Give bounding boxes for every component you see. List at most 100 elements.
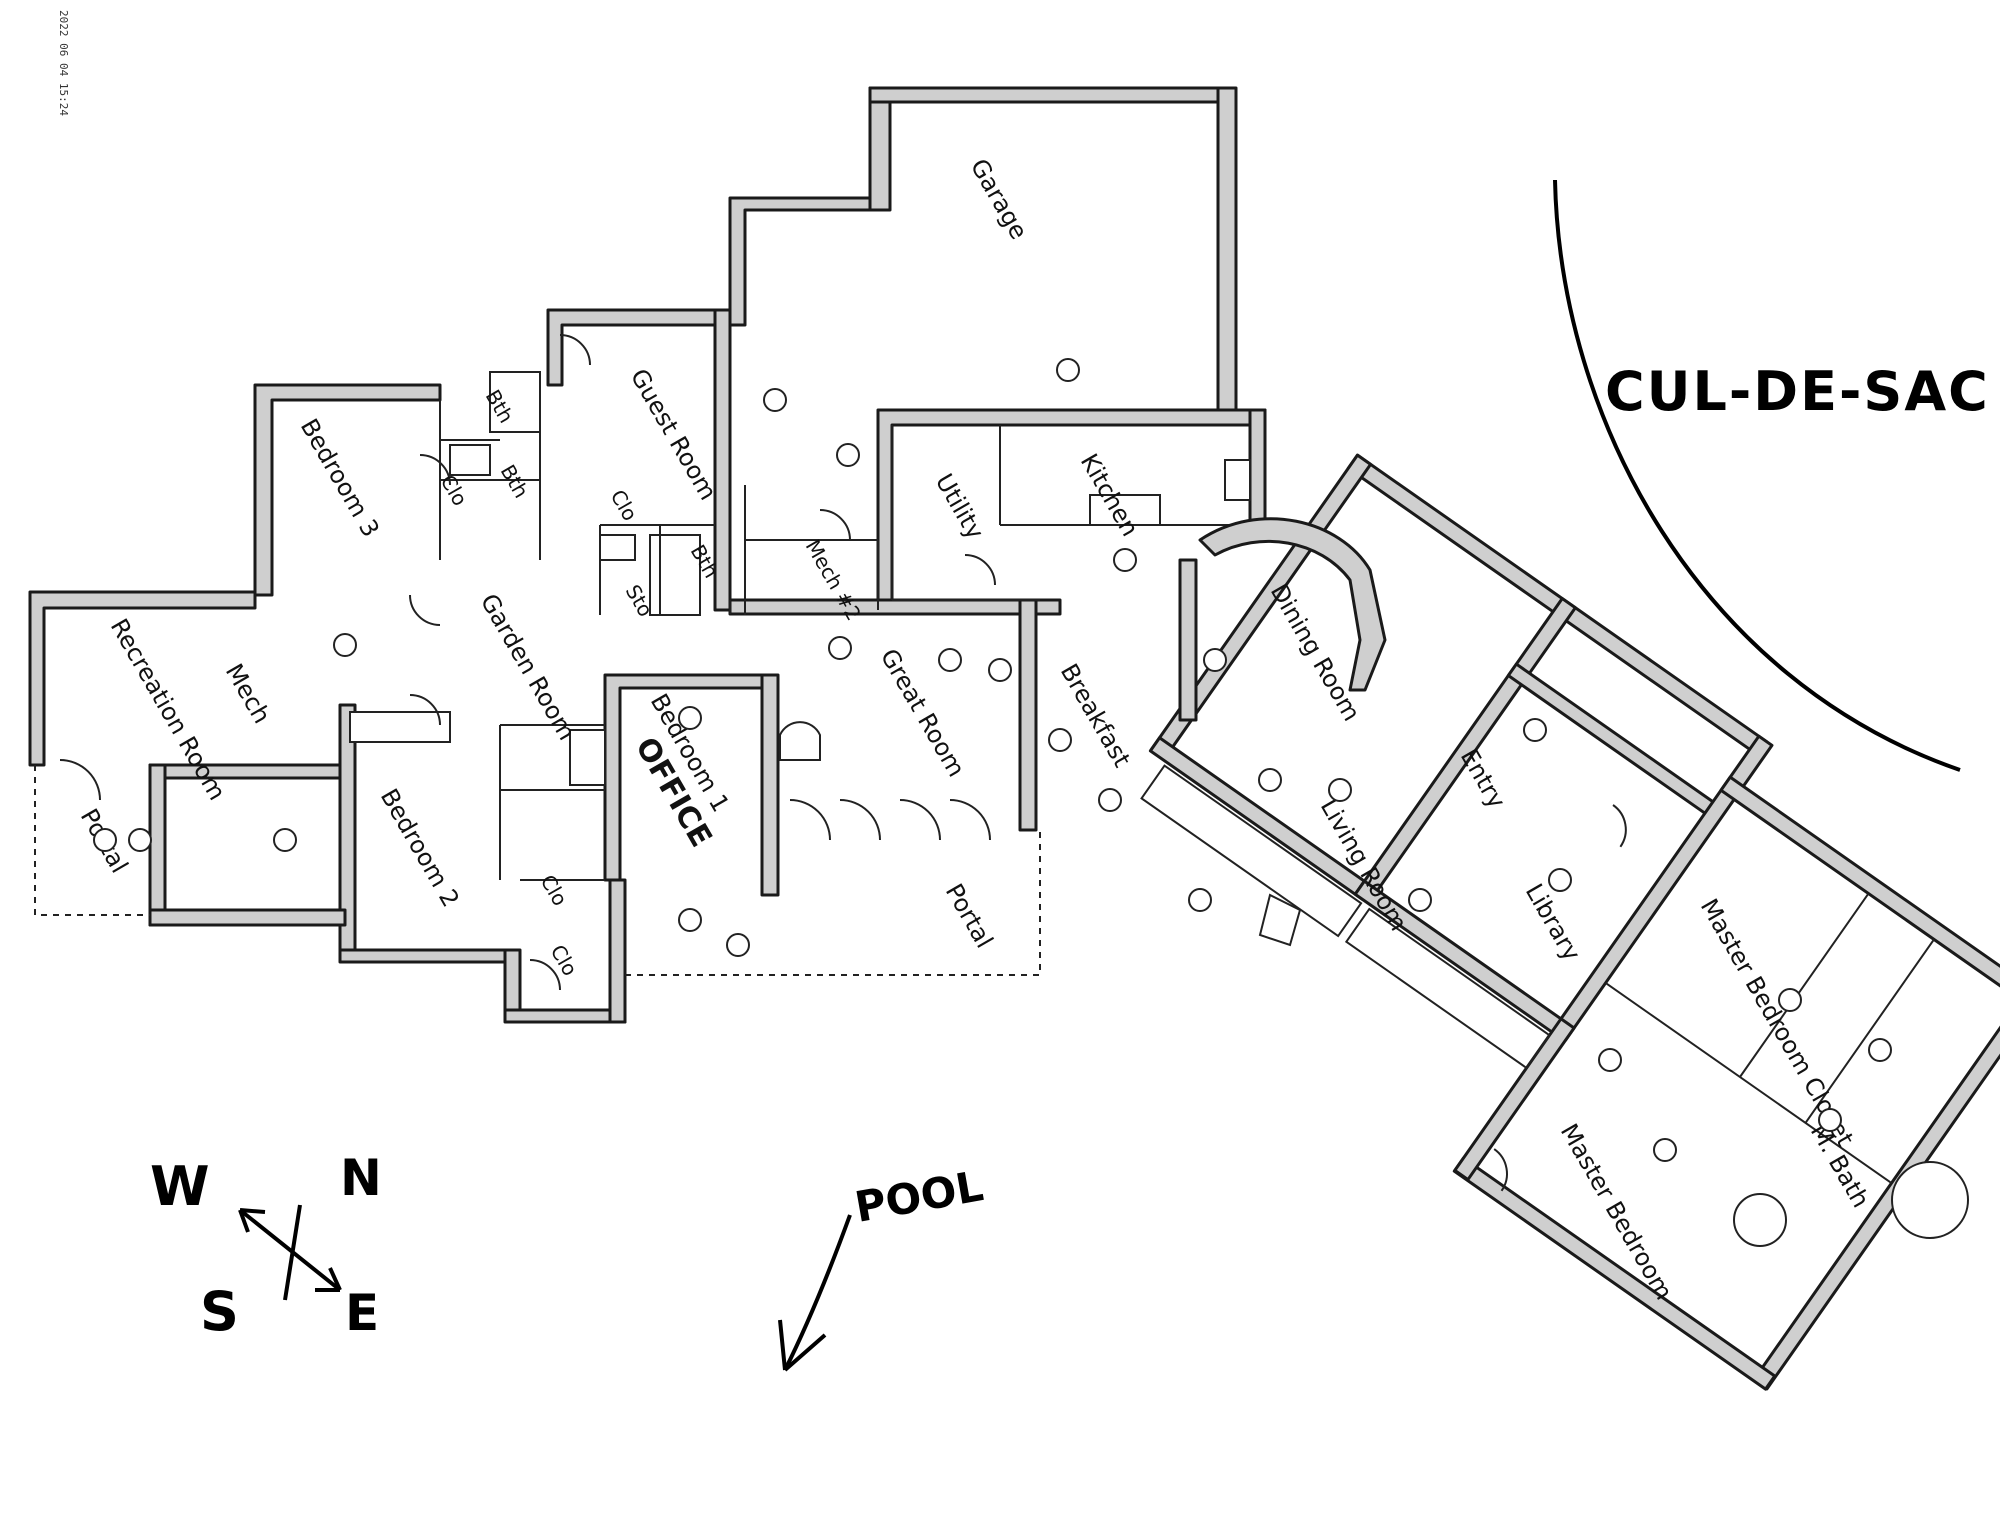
west-wing — [28, 86, 1267, 1024]
room-label-bedroom3: Bedroom 3 — [295, 414, 385, 542]
compass-arrowhead — [238, 1208, 266, 1233]
marker-symbol — [333, 633, 357, 657]
kitchen-east-wall — [1248, 408, 1267, 532]
sink-fixture — [1733, 1193, 1787, 1247]
compass-arrowhead — [315, 1267, 342, 1292]
room-label-portal: Portal — [940, 879, 999, 953]
bench-fixture — [349, 711, 451, 743]
compass-line — [238, 1208, 342, 1292]
room-label-guest-room: Guest Room — [625, 364, 722, 505]
door-swing — [819, 509, 851, 541]
room-label-bedroom2: Bedroom 2 — [375, 784, 465, 912]
marker-symbol — [678, 706, 702, 730]
pool-arrow — [783, 1214, 852, 1371]
compass-w-label: W — [150, 1155, 210, 1218]
pool-arrowhead — [778, 1319, 827, 1372]
marker-symbol — [678, 908, 702, 932]
room-label-clo: Clo — [546, 941, 583, 981]
shower-fixture — [649, 534, 701, 616]
cul-de-sac-label: CUL-DE-SAC — [1605, 360, 1990, 423]
tub-fixture — [1891, 1161, 1969, 1239]
door-swing — [1493, 1148, 1508, 1192]
compass-e-label: E — [345, 1284, 379, 1342]
master-north-wall — [1719, 775, 2000, 1010]
marker-symbol — [1188, 888, 1212, 912]
marker-symbol — [1098, 788, 1122, 812]
marker-symbol — [726, 933, 750, 957]
bedroom3-wall — [253, 383, 442, 597]
marker-symbol — [1818, 1108, 1842, 1132]
scan-stamp: 2022 06 04 15:24 — [57, 10, 70, 116]
marker-symbol — [93, 828, 117, 852]
marker-symbol — [1328, 778, 1352, 802]
marker-symbol — [836, 443, 860, 467]
door-swing — [59, 759, 101, 801]
room-label-bth: Bth — [496, 461, 534, 503]
dining-west-wall — [1178, 558, 1198, 722]
fireplace-fixture — [1258, 893, 1302, 947]
marker-symbol — [273, 828, 297, 852]
marker-symbol — [1868, 1038, 1892, 1062]
room-label-garden-room: Garden Room — [475, 589, 581, 745]
room-label-utility: Utility — [930, 469, 990, 544]
great-room-east-wall — [1018, 598, 1038, 832]
stove-fixture — [1089, 494, 1161, 526]
bedroom1-east-wall — [760, 673, 780, 897]
marker-symbol — [1523, 718, 1547, 742]
patio-outline — [1140, 764, 1363, 938]
master-partitions — [1605, 892, 1935, 1184]
bath-south-wall — [503, 1008, 627, 1024]
room-label-clo: Clo — [436, 471, 473, 511]
marker-symbol — [938, 648, 962, 672]
door-swing — [529, 959, 561, 991]
bedroom1-bath-partitions — [499, 724, 605, 881]
marker-symbol — [1548, 868, 1572, 892]
mech2-partitions — [744, 485, 879, 615]
fridge-fixture — [1224, 459, 1251, 501]
mech-west-wall — [148, 763, 167, 927]
cul-de-sac-curve — [1553, 179, 1961, 772]
door-swing — [949, 799, 991, 841]
room-label-entry: Entry — [1455, 744, 1511, 813]
door-swing — [789, 799, 831, 841]
room-label-clo: Clo — [536, 871, 573, 911]
annotations: CUL-DE-SAC POOL N W S E — [150, 179, 1990, 1372]
marker-symbol — [763, 388, 787, 412]
room-label-garage: Garage — [965, 154, 1033, 244]
patio-outline-2 — [1344, 907, 1551, 1070]
marker-symbol — [1048, 728, 1072, 752]
compass-s-label: S — [200, 1280, 239, 1343]
mech-south-wall — [148, 908, 347, 927]
vanity-fixture — [449, 444, 491, 476]
fireplace-fixture — [779, 721, 821, 761]
great-room-north-wall — [728, 598, 1062, 616]
door-swing — [409, 694, 441, 726]
door-swing — [899, 799, 941, 841]
door-swing — [839, 799, 881, 841]
room-label-dining-room: Dining Room — [1265, 579, 1366, 726]
fixture-markers — [93, 358, 1892, 1162]
room-label-library: Library — [1520, 879, 1586, 966]
garage-wall-north — [868, 86, 1234, 104]
marker-symbol — [1408, 888, 1432, 912]
guest-bath-partitions — [599, 524, 715, 615]
room-label-breakfast: Breakfast — [1055, 659, 1136, 772]
door-swing — [419, 454, 451, 486]
compass: N W S E — [150, 1149, 382, 1343]
kitchen-north-wall — [876, 408, 1267, 602]
marker-symbol — [1056, 358, 1080, 382]
door-swing — [559, 334, 591, 366]
pool-label: POOL — [851, 1161, 987, 1232]
toilet-fixture — [599, 534, 636, 561]
marker-symbol — [128, 828, 152, 852]
mech-north-wall — [148, 763, 342, 780]
bath-east-wall — [608, 878, 627, 1024]
master-west-wall — [1453, 1017, 1576, 1182]
marker-symbol — [1113, 548, 1137, 572]
bedroom2-south-wall — [338, 948, 512, 964]
bath-partitions — [439, 400, 541, 560]
marker-symbol — [1258, 768, 1282, 792]
compass-n-label: N — [340, 1149, 382, 1207]
dining-bay-wall — [1198, 517, 1387, 692]
recreation-room-wall — [28, 590, 257, 767]
